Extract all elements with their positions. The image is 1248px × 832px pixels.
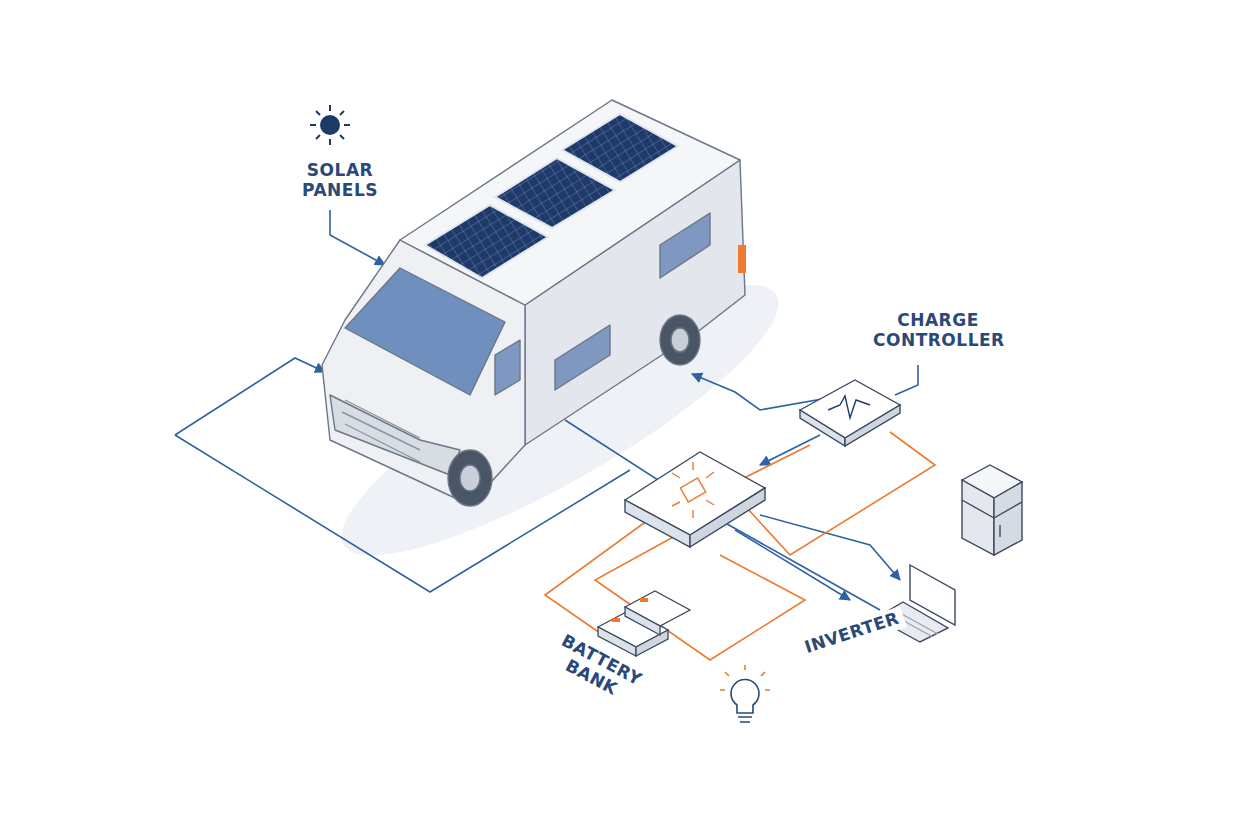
part-label: SOLAR PANELS bbox=[292, 160, 388, 201]
battery-bank bbox=[598, 591, 690, 656]
light-bulb bbox=[720, 665, 770, 722]
part-label: INVERTER bbox=[799, 606, 906, 659]
power-wires bbox=[545, 432, 935, 660]
charge-controller bbox=[800, 380, 900, 446]
sun-icon bbox=[310, 105, 350, 145]
fridge bbox=[962, 465, 1022, 555]
control-hub bbox=[625, 452, 765, 547]
solar-panels bbox=[425, 114, 678, 278]
part-label: CHARGE CONTROLLER bbox=[870, 310, 1006, 351]
